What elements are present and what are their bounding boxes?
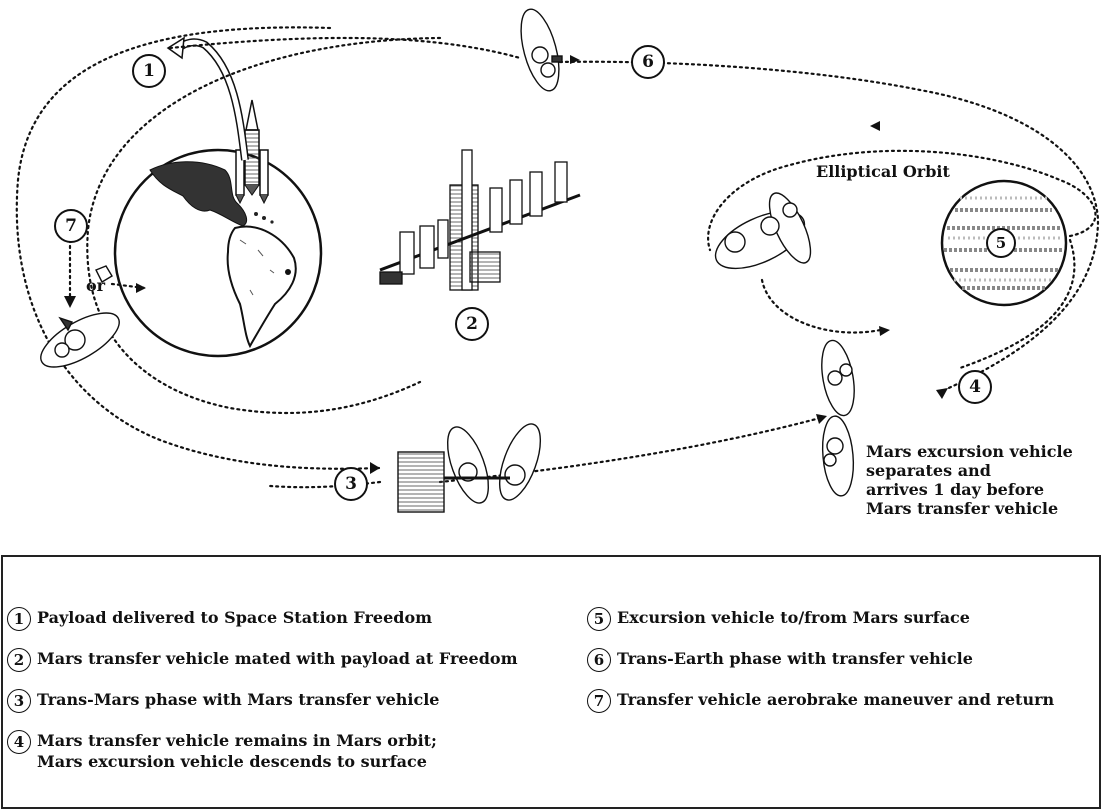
aerobrake-vehicle xyxy=(40,312,120,368)
legend-text: Excursion vehicle to/from Mars surface xyxy=(617,608,970,627)
legend-item-6: 6 Trans-Earth phase with transfer vehicl… xyxy=(587,648,973,672)
legend-number: 6 xyxy=(587,648,611,672)
legend-item-2: 2 Mars transfer vehicle mated with paylo… xyxy=(7,648,518,672)
marker-7: 7 xyxy=(54,209,88,243)
diagram-canvas xyxy=(15,8,1100,513)
legend-text: Trans-Earth phase with transfer vehicle xyxy=(617,649,973,668)
trans-earth-vehicle xyxy=(520,8,563,92)
marker-5: 5 xyxy=(986,228,1016,258)
legend-number: 3 xyxy=(7,689,31,713)
legend-number: 1 xyxy=(7,607,31,631)
legend-text: Mars transfer vehicle mated with payload… xyxy=(37,649,518,668)
legend-item-7: 7 Transfer vehicle aerobrake maneuver an… xyxy=(587,689,1054,713)
earth-globe xyxy=(113,148,323,358)
marker-3: 3 xyxy=(334,467,368,501)
legend-number: 4 xyxy=(7,730,31,754)
legend-text: Mars transfer vehicle remains in Mars or… xyxy=(37,731,437,771)
marker-1: 1 xyxy=(132,54,166,88)
trans-mars-vehicle xyxy=(397,423,542,513)
legend-number: 2 xyxy=(7,648,31,672)
legend-item-3: 3 Trans-Mars phase with Mars transfer ve… xyxy=(7,689,439,713)
small-capsule-icon xyxy=(95,265,113,283)
legend-item-5: 5 Excursion vehicle to/from Mars surface xyxy=(587,607,970,631)
mars-arrival-vehicle xyxy=(821,339,855,417)
space-station-freedom xyxy=(379,149,581,291)
legend-text: Transfer vehicle aerobrake maneuver and … xyxy=(617,690,1055,709)
legend-number: 7 xyxy=(587,689,611,713)
mars-orbit-vehicle xyxy=(714,192,812,270)
legend-item-1: 1 Payload delivered to Space Station Fre… xyxy=(7,607,432,631)
legend-box: 1 Payload delivered to Space Station Fre… xyxy=(1,555,1101,809)
legend-text: Payload delivered to Space Station Freed… xyxy=(37,608,433,627)
marker-4: 4 xyxy=(958,370,992,404)
mars-excursion-vehicle xyxy=(821,415,855,497)
legend-text: Trans-Mars phase with Mars transfer vehi… xyxy=(37,690,440,709)
marker-2: 2 xyxy=(455,307,489,341)
legend-number: 5 xyxy=(587,607,611,631)
elliptical-orbit-label: Elliptical Orbit xyxy=(816,162,950,181)
marker-6: 6 xyxy=(631,45,665,79)
mev-note: Mars excursion vehicle separates and arr… xyxy=(866,442,1073,518)
or-label: or xyxy=(86,276,106,295)
legend-item-4: 4 Mars transfer vehicle remains in Mars … xyxy=(7,730,437,772)
